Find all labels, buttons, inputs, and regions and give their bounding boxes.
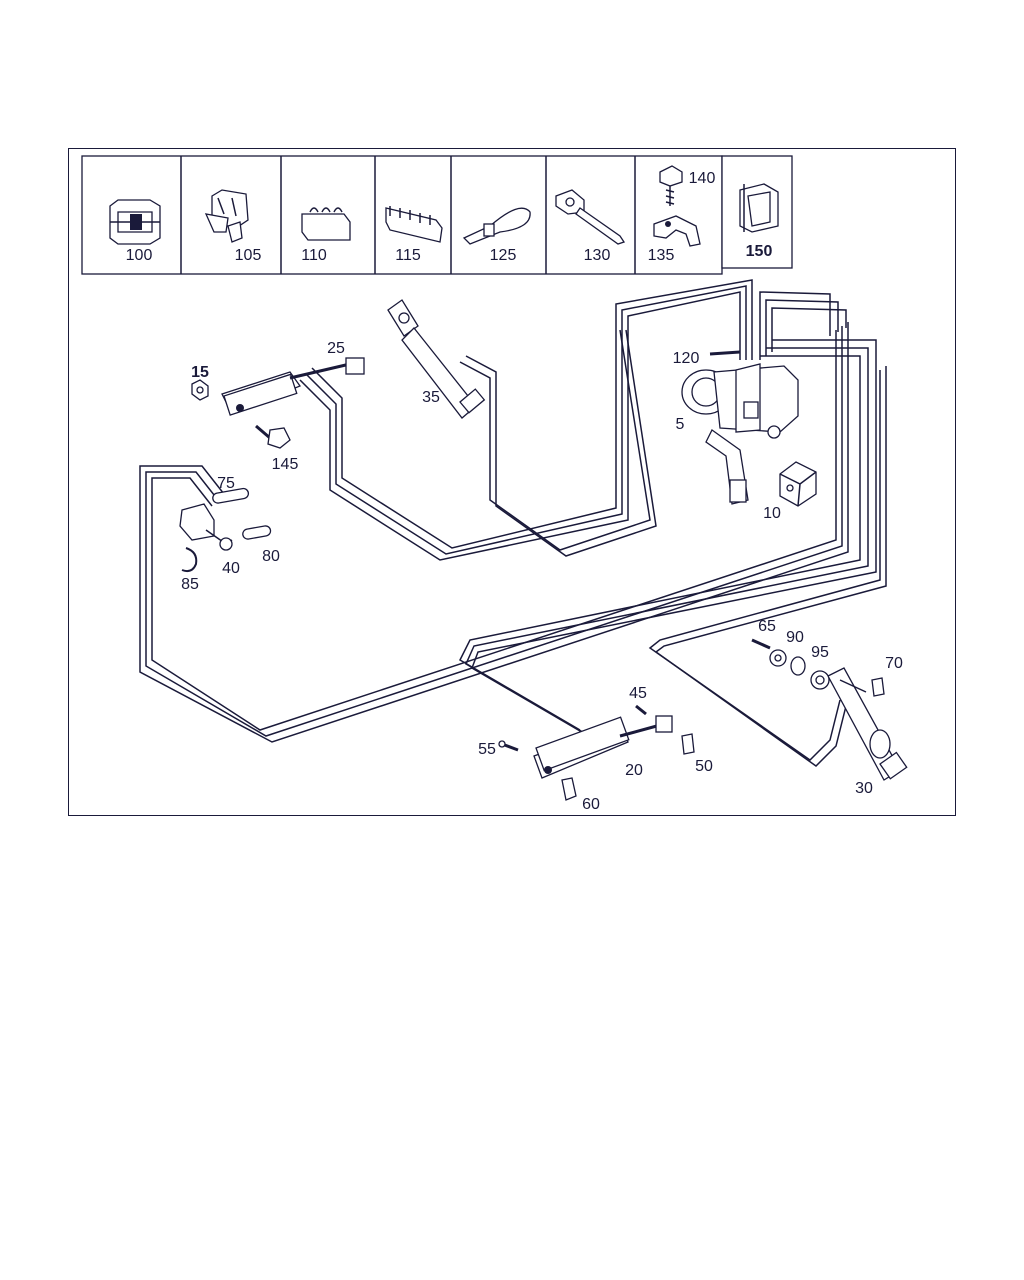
- clip-100-icon: [109, 199, 161, 245]
- clip-85-icon: [181, 547, 198, 573]
- pump-unit-5: [681, 350, 799, 505]
- legend-label-115: 115: [395, 247, 421, 264]
- clip-50-icon: [681, 733, 695, 755]
- callout-25: 25: [327, 340, 345, 357]
- callout-85: 85: [181, 576, 199, 593]
- washer-90-icon: [769, 649, 787, 667]
- cylinder-20: [533, 715, 673, 779]
- legend-label-125: 125: [490, 247, 517, 264]
- nut-15-icon: [191, 379, 209, 401]
- pin-80-icon: [242, 525, 272, 540]
- cylinder-35: [387, 299, 486, 419]
- legend-strip: [81, 155, 793, 275]
- legend-label-140: 140: [689, 170, 716, 187]
- clip-60-icon: [561, 777, 577, 801]
- callout-90: 90: [786, 629, 804, 646]
- bracket-40: [179, 503, 233, 551]
- clip-150-icon: [739, 183, 779, 233]
- callout-5: 5: [676, 416, 685, 433]
- holder-115-icon: [385, 206, 443, 243]
- callout-75: 75: [217, 475, 235, 492]
- cable-tie-125-icon: [462, 207, 531, 245]
- pin-75-icon: [212, 487, 250, 504]
- callout-55: 55: [478, 741, 496, 758]
- callout-95: 95: [811, 644, 829, 661]
- callout-80: 80: [262, 548, 280, 565]
- callout-120: 120: [673, 350, 700, 367]
- bracket-135-icon: [653, 215, 701, 247]
- callout-30: 30: [855, 780, 873, 797]
- pin-55-icon: [498, 740, 519, 752]
- callout-40: 40: [222, 560, 240, 577]
- cylinder-30: [810, 667, 908, 781]
- callout-65: 65: [758, 618, 776, 635]
- callout-70: 70: [885, 655, 903, 672]
- ring-95-icon: [790, 656, 806, 676]
- hydraulic-lines: [139, 279, 887, 767]
- bolt-145-icon: [255, 424, 291, 449]
- clip-70-icon: [871, 677, 885, 697]
- diagram-frame: [68, 148, 956, 816]
- legend-label-100: 100: [126, 247, 153, 264]
- cylinder-upper-left: [221, 357, 365, 416]
- clip-105-icon: [204, 189, 249, 243]
- callout-60: 60: [582, 796, 600, 813]
- legend-label-130: 130: [584, 247, 611, 264]
- legend-label-110: 110: [301, 247, 327, 264]
- callout-50: 50: [695, 758, 713, 775]
- holder-110-icon: [301, 207, 351, 241]
- bolt-65-icon: [751, 638, 771, 650]
- pin-45-icon: [635, 704, 647, 716]
- callout-10: 10: [763, 505, 781, 522]
- callout-20: 20: [625, 762, 643, 779]
- callout-145: 145: [272, 456, 299, 473]
- legend-label-105: 105: [235, 247, 262, 264]
- callout-15: 15: [191, 364, 209, 381]
- legend-label-150: 150: [746, 243, 773, 260]
- legend-label-135: 135: [648, 247, 675, 264]
- callout-35: 35: [422, 389, 440, 406]
- callout-45: 45: [629, 685, 647, 702]
- relay-10: [779, 461, 817, 507]
- strap-130-icon: [555, 189, 626, 245]
- screw-140-icon: [659, 165, 683, 206]
